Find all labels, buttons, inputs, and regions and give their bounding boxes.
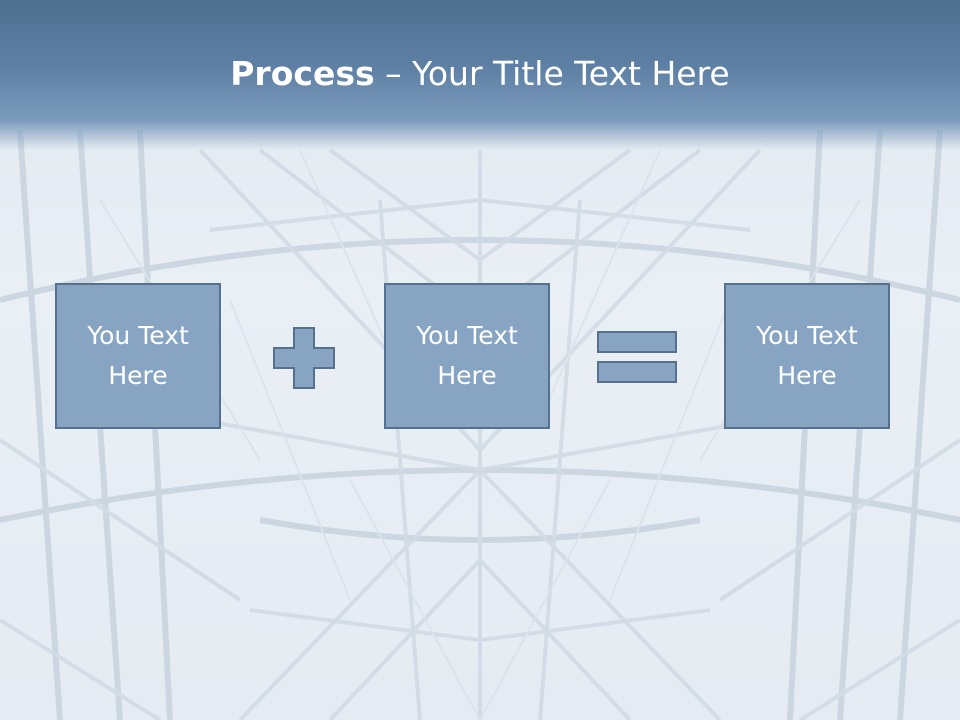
title-band [0, 0, 960, 150]
title-dash: – [374, 54, 413, 93]
title-strong: Process [230, 54, 375, 93]
process-box-3-text: You Text Here [756, 321, 858, 390]
process-box-1[interactable]: You Text Here [55, 283, 221, 429]
equals-icon [597, 331, 677, 383]
plus-icon [273, 327, 335, 389]
process-box-1-text: You Text Here [87, 321, 189, 390]
process-box-2[interactable]: You Text Here [384, 283, 550, 429]
title-rest: Your Title Text Here [412, 54, 730, 93]
process-box-3[interactable]: You Text Here [724, 283, 890, 429]
process-box-2-text: You Text Here [416, 321, 518, 390]
slide-title: Process – Your Title Text Here [0, 52, 960, 96]
